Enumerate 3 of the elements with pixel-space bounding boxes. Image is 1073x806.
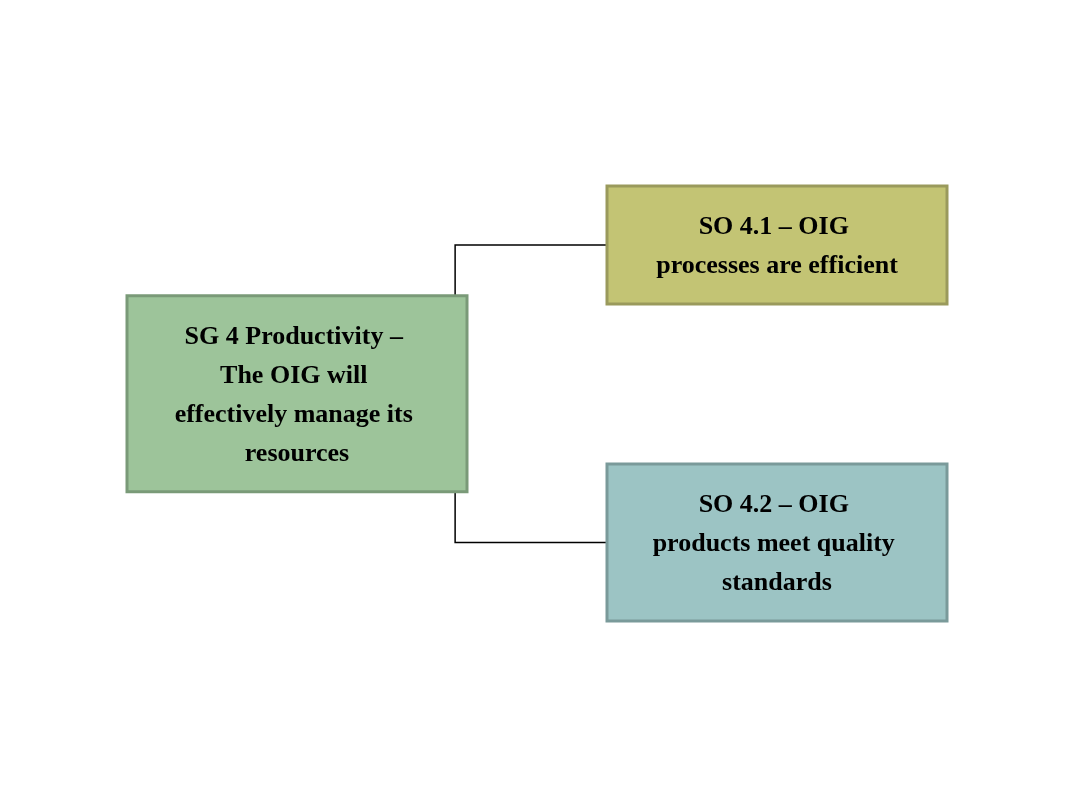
node-box: SO 4.2 – OIG products meet quality standards [605,462,948,622]
node-box: SG 4 Productivity – The OIG will effectively manage its resources [125,293,468,493]
node-box: SO 4.1 – OIG processes are efficient [605,184,948,305]
